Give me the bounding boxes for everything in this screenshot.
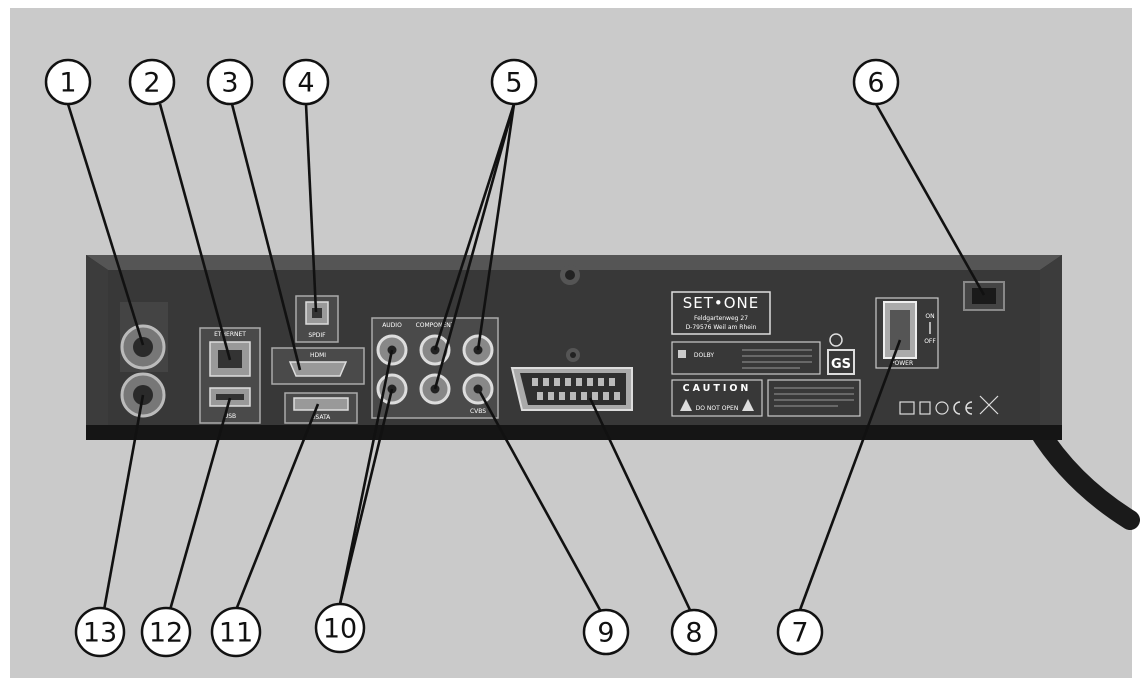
callout-number: 7 (791, 618, 808, 649)
leader-line-5b (433, 103, 516, 390)
ethernet-usb-block: ETHERNET USB (199, 327, 261, 424)
callout-12: 12 (140, 606, 192, 658)
caution-title: CAUTION (683, 383, 752, 394)
callout-6: 6 (852, 58, 900, 106)
double-insulation-icon (919, 401, 931, 415)
leader-line-12 (168, 397, 232, 611)
switch-on-label: ON (925, 313, 934, 320)
address-line2: D-79576 Weil am Rhein (686, 324, 757, 331)
component-label: COMPONENT (416, 322, 455, 329)
leader-line-6 (874, 103, 986, 296)
callout-number: 8 (685, 618, 702, 649)
cvbs-rca (462, 373, 494, 405)
leader-lines (66, 103, 986, 611)
callout-number: 6 (867, 68, 884, 99)
leader-line-5c (476, 103, 516, 351)
gs-mark-text: GS (831, 357, 851, 372)
leader-line-5a (433, 103, 516, 351)
gs-mark-icon: GS (827, 333, 855, 375)
screw-scart (566, 348, 580, 362)
esata-label: eSATA (312, 414, 331, 421)
leader-line-7 (798, 339, 902, 611)
leader-line-3 (230, 103, 302, 371)
callout-number: 3 (221, 68, 238, 99)
dolby-label-block: DOLBY (671, 341, 821, 375)
brand-name: SET•ONE (683, 294, 760, 312)
dolby-label: DOLBY (694, 352, 714, 359)
callout-number: 10 (323, 614, 357, 645)
callout-number: 2 (143, 68, 160, 99)
leader-line-10b (338, 388, 394, 605)
callout-11: 11 (210, 606, 262, 658)
callout-number: 9 (597, 618, 614, 649)
callout-number: 13 (83, 618, 117, 649)
esata-block: eSATA (284, 392, 358, 424)
caution-block: CAUTION DO NOT OPEN (671, 379, 861, 417)
dvb-logo-icon (899, 401, 915, 415)
cvbs-label: CVBS (470, 408, 486, 415)
recycle-icon (935, 401, 949, 415)
callout-number: 5 (505, 68, 522, 99)
callout-2: 2 (128, 58, 176, 106)
leader-line-1 (66, 103, 145, 346)
callout-number: 11 (219, 618, 253, 649)
compliance-logos (899, 395, 999, 415)
ethernet-label: ETHERNET (214, 331, 246, 338)
callout-number: 12 (149, 618, 183, 649)
leader-line-10a (338, 349, 394, 605)
leader-line-4 (304, 103, 318, 313)
spdif-label: SPDIF (308, 332, 326, 339)
callout-3: 3 (206, 58, 254, 106)
spdif-block: SPDIF (295, 295, 339, 343)
power-label: POWER (891, 360, 913, 367)
leader-line-11 (234, 403, 320, 611)
callout-5: 5 (490, 58, 538, 106)
hdmi-port (288, 361, 348, 377)
screw-top (560, 265, 580, 285)
callout-7: 7 (776, 608, 824, 656)
switch-off-label: OFF (924, 338, 936, 345)
leader-line-2 (158, 103, 232, 361)
address-line1: Feldgartenweg 27 (694, 315, 748, 322)
callout-8: 8 (670, 608, 718, 656)
ce-mark-icon (953, 401, 961, 415)
power-switch: ON OFF POWER (875, 297, 939, 369)
leader-line-8 (588, 397, 692, 611)
callout-9: 9 (582, 608, 630, 656)
lnb-in-connector (120, 302, 168, 372)
leader-line-13 (102, 394, 145, 611)
esata-port (293, 397, 349, 411)
callout-10: 10 (314, 602, 366, 654)
callout-13: 13 (74, 606, 126, 658)
callout-number: 4 (297, 68, 314, 99)
power-inlet (963, 281, 1005, 311)
hdmi-label: HDMI (310, 352, 326, 359)
hdmi-block: HDMI (271, 347, 365, 385)
callout-number: 1 (59, 68, 76, 99)
callout-4: 4 (282, 58, 330, 106)
callout-1: 1 (44, 58, 92, 106)
caution-warning: DO NOT OPEN (696, 405, 739, 412)
warning-triangle-icon (742, 399, 754, 411)
leader-line-9 (478, 391, 602, 611)
audio-label: AUDIO (382, 322, 402, 329)
scart-connector (510, 367, 633, 411)
brand-plate: SET•ONE Feldgartenweg 27 D-79576 Weil am… (671, 291, 771, 335)
warning-triangle-icon (680, 399, 692, 411)
usb-label: USB (224, 413, 236, 420)
